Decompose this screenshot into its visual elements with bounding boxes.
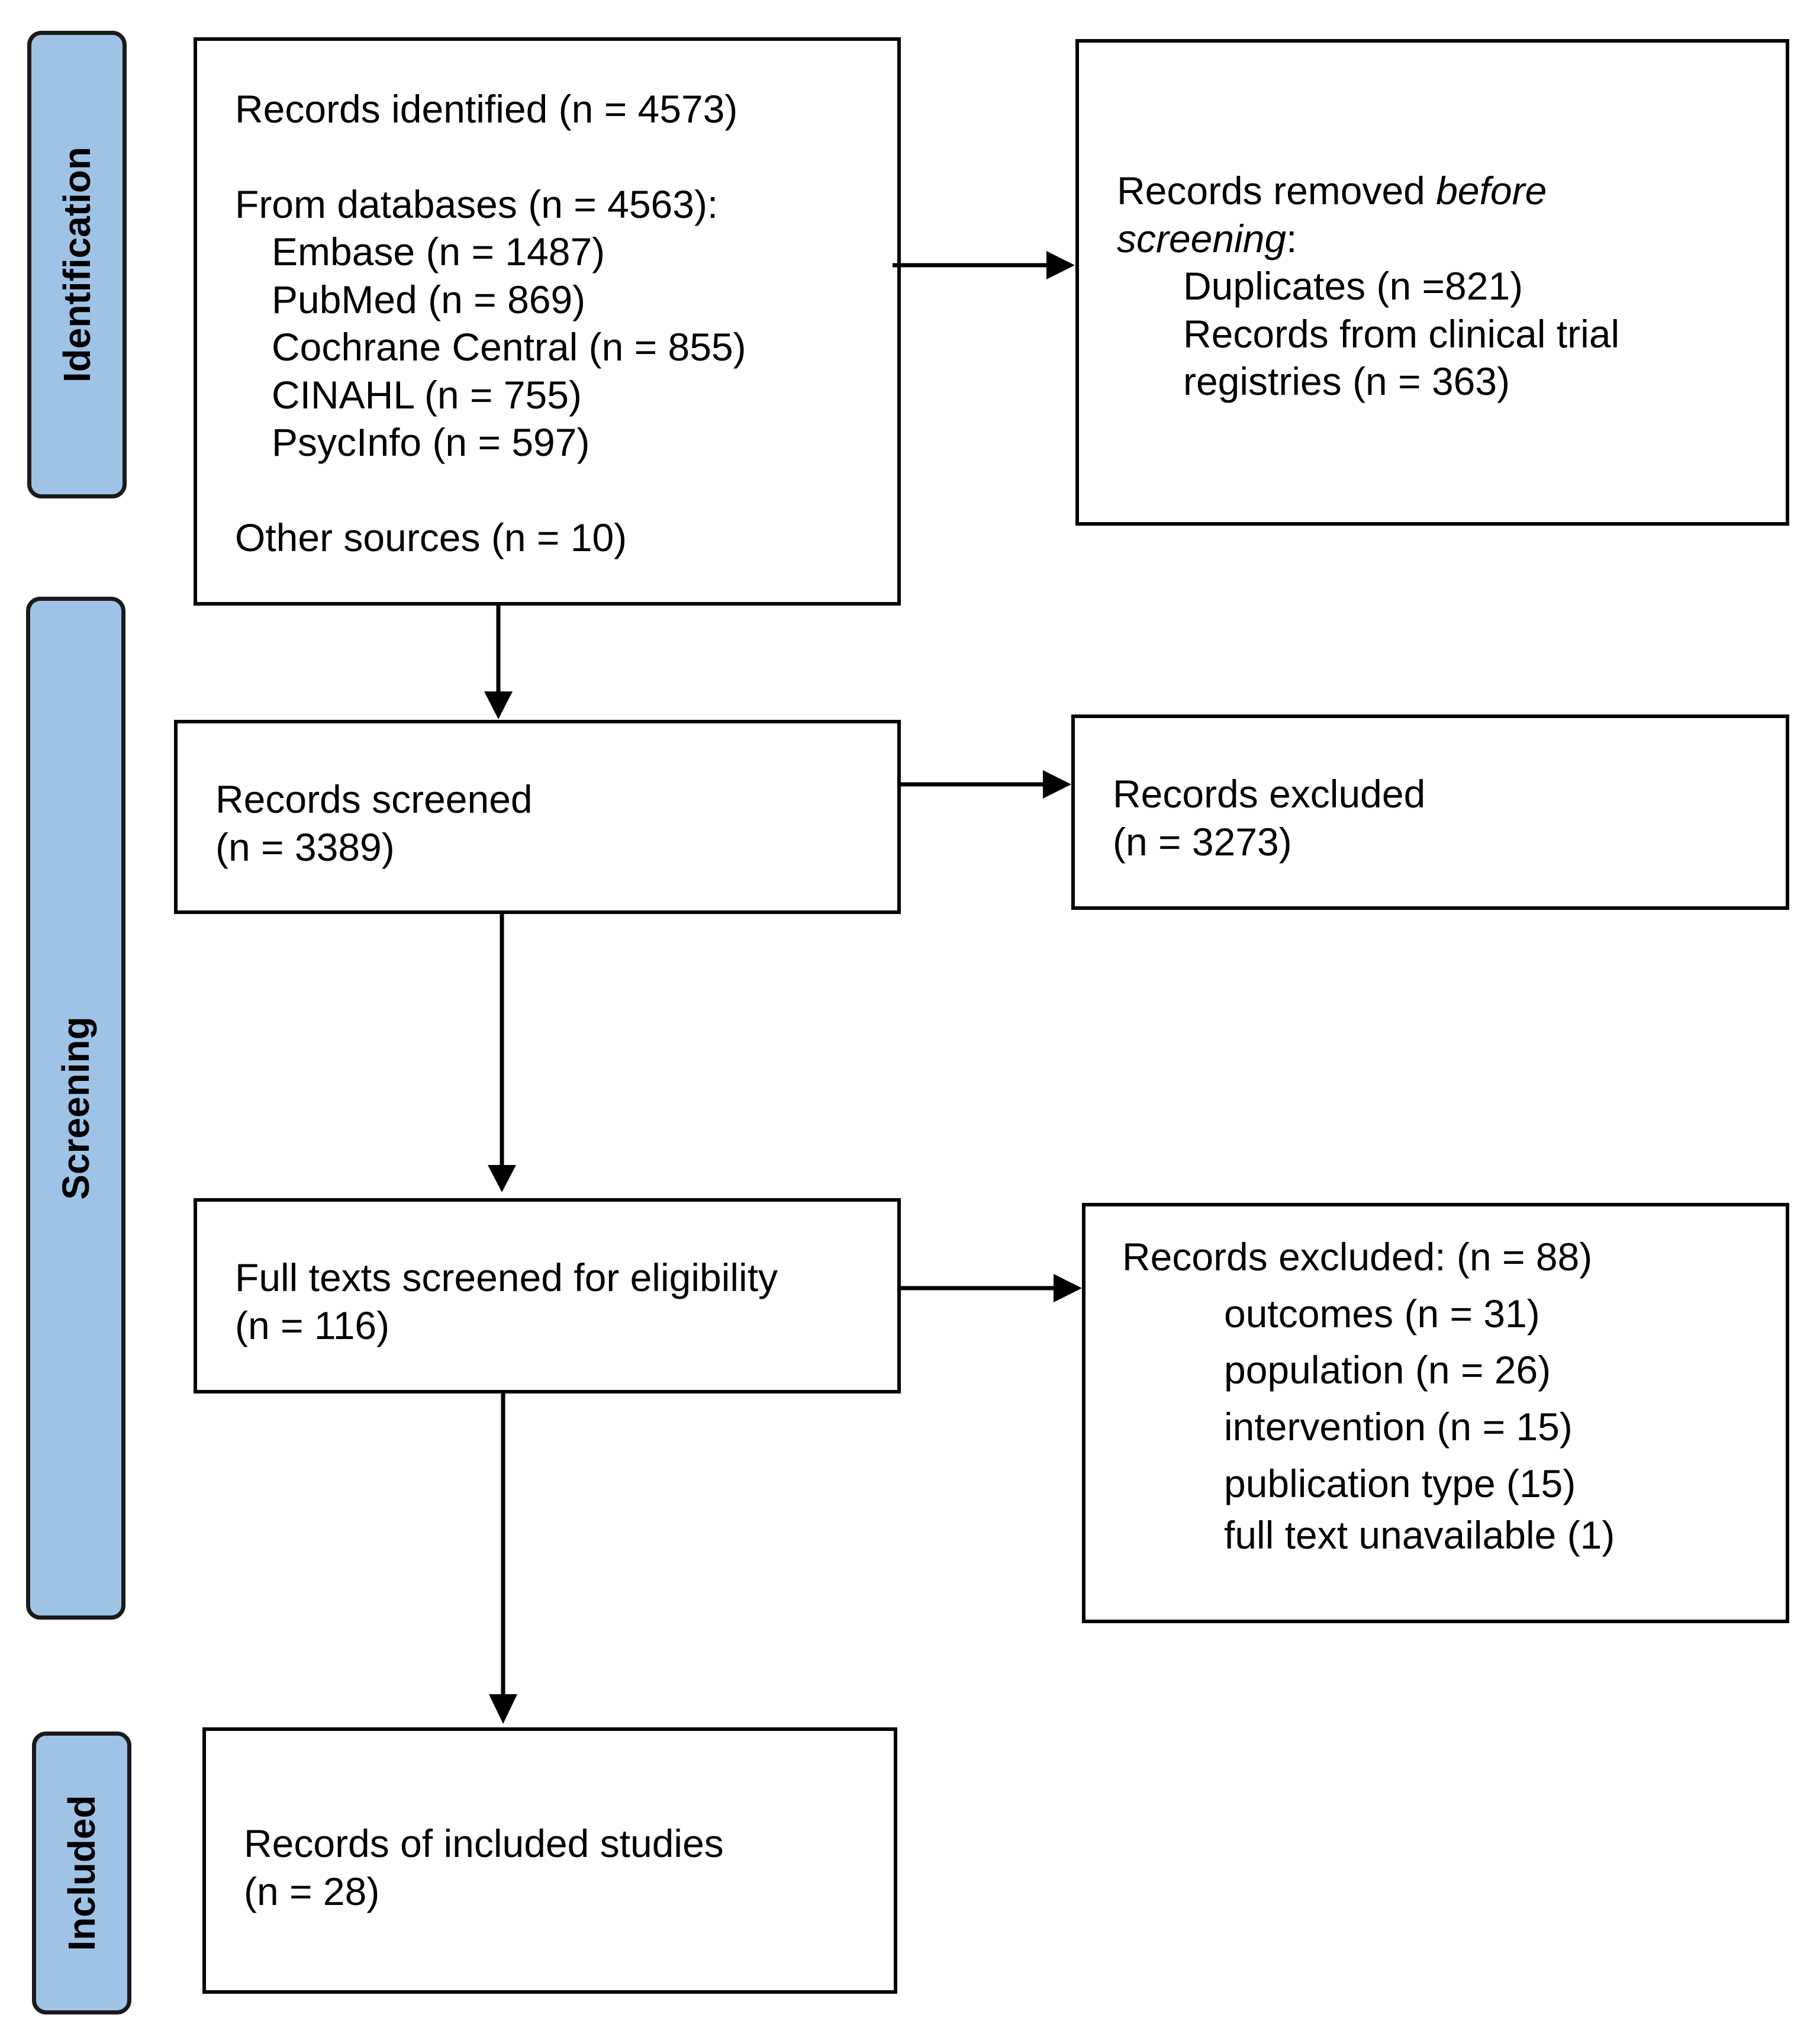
duplicates-removed: Duplicates (n =821)	[1183, 264, 1523, 308]
included-studies-box: Records of included studies (n = 28)	[202, 1727, 897, 1994]
records-removed-box: Records removed before screening: Duplic…	[1075, 39, 1789, 526]
records-screened-count: (n = 3389)	[215, 825, 395, 869]
arrowhead	[484, 691, 513, 719]
records-identified-title: Records identified (n = 4573)	[235, 87, 738, 131]
phase-included: Included	[32, 1732, 131, 2014]
exclusion-reason: full text unavailable (1)	[1224, 1513, 1615, 1557]
registries-removed-line1: Records from clinical trial	[1183, 311, 1620, 356]
exclusion-reason: intervention (n = 15)	[1224, 1405, 1573, 1449]
records-screened-box: Records screened (n = 3389)	[174, 720, 901, 914]
exclusion-reason: publication type (15)	[1224, 1461, 1576, 1505]
arrowhead	[1043, 770, 1071, 799]
database-item: PsycInfo (n = 597)	[272, 420, 590, 465]
exclusion-reason: population (n = 26)	[1224, 1348, 1551, 1392]
fulltext-screened-count: (n = 116)	[235, 1303, 390, 1347]
database-item: Embase (n = 1487)	[272, 230, 605, 274]
arrowhead	[488, 1165, 516, 1192]
other-sources: Other sources (n = 10)	[235, 515, 627, 559]
phase-screening: Screening	[26, 597, 125, 1620]
database-item: PubMed (n = 869)	[272, 277, 586, 321]
fulltext-excluded-box: Records excluded: (n = 88) outcomes (n =…	[1082, 1203, 1789, 1623]
arrowhead	[1046, 251, 1075, 279]
records-excluded-count: (n = 3273)	[1113, 819, 1292, 864]
included-studies-count: (n = 28)	[244, 1869, 380, 1913]
databases-heading: From databases (n = 4563):	[235, 182, 719, 226]
fulltext-excluded-title: Records excluded: (n = 88)	[1122, 1235, 1593, 1279]
records-excluded-box: Records excluded (n = 3273)	[1071, 715, 1789, 910]
records-excluded-title: Records excluded	[1113, 772, 1426, 816]
fulltext-screened-box: Full texts screened for eligibility (n =…	[194, 1198, 901, 1393]
records-screened-title: Records screened	[215, 777, 533, 821]
records-removed-heading-cont: screening:	[1117, 216, 1297, 260]
database-item: Cochrane Central (n = 855)	[272, 325, 746, 369]
exclusion-reason: outcomes (n = 31)	[1224, 1291, 1540, 1335]
arrowhead	[489, 1694, 517, 1724]
phase-identification: Identification	[27, 31, 127, 498]
database-item: CINAHL (n = 755)	[272, 372, 582, 417]
fulltext-screened-title: Full texts screened for eligibility	[235, 1256, 778, 1299]
records-identified-box: Records identified (n = 4573) From datab…	[194, 37, 901, 606]
registries-removed-line2: registries (n = 363)	[1183, 359, 1510, 404]
included-studies-title: Records of included studies	[244, 1821, 724, 1865]
arrowhead	[1054, 1274, 1082, 1302]
records-removed-heading: Records removed before	[1117, 169, 1547, 213]
